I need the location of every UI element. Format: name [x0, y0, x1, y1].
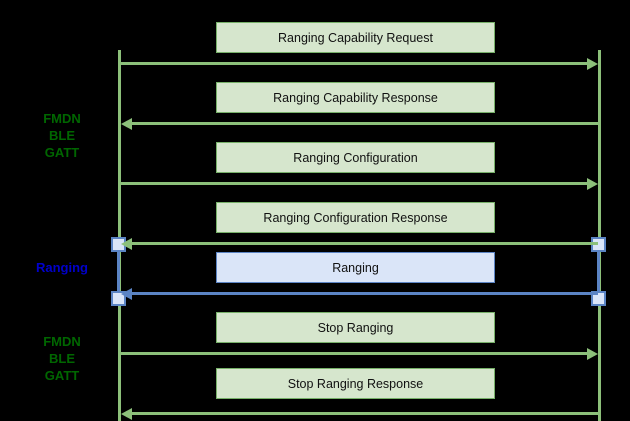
message-box-ranging-configuration: Ranging Configuration — [216, 142, 495, 173]
right-lifeline — [598, 50, 601, 421]
arrow-head-ranging-configuration-response — [121, 237, 132, 250]
arrow-head-stop-ranging-response — [121, 407, 132, 420]
message-box-stop-ranging-response: Stop Ranging Response — [216, 368, 495, 399]
arrow-line-ranging-capability-request — [121, 62, 587, 65]
arrow-head-ranging-capability-request — [587, 57, 598, 70]
message-box-ranging-capability-response: Ranging Capability Response — [216, 82, 495, 113]
message-box-ranging-capability-request: Ranging Capability Request — [216, 22, 495, 53]
right-activation-link — [597, 245, 600, 295]
arrow-line-ranging — [132, 292, 598, 295]
side-label-fmdn-ble-gatt-bottom: FMDN BLE GATT — [43, 334, 81, 383]
arrow-head-ranging-capability-response — [121, 117, 132, 130]
arrow-line-stop-ranging-response — [132, 412, 598, 415]
message-box-ranging: Ranging — [216, 252, 495, 283]
arrow-line-ranging-configuration-response — [132, 242, 598, 245]
message-box-stop-ranging: Stop Ranging — [216, 312, 495, 343]
arrow-head-ranging — [121, 287, 132, 300]
arrow-head-stop-ranging — [587, 347, 598, 360]
arrow-head-ranging-configuration — [587, 177, 598, 190]
left-activation-link — [117, 245, 120, 295]
arrow-line-ranging-capability-response — [132, 122, 598, 125]
side-label-fmdn-ble-gatt-top: FMDN BLE GATT — [43, 111, 81, 160]
left-lifeline — [118, 50, 121, 421]
side-label-ranging: Ranging — [36, 260, 88, 275]
arrow-line-stop-ranging — [121, 352, 587, 355]
arrow-line-ranging-configuration — [121, 182, 587, 185]
message-box-ranging-configuration-response: Ranging Configuration Response — [216, 202, 495, 233]
